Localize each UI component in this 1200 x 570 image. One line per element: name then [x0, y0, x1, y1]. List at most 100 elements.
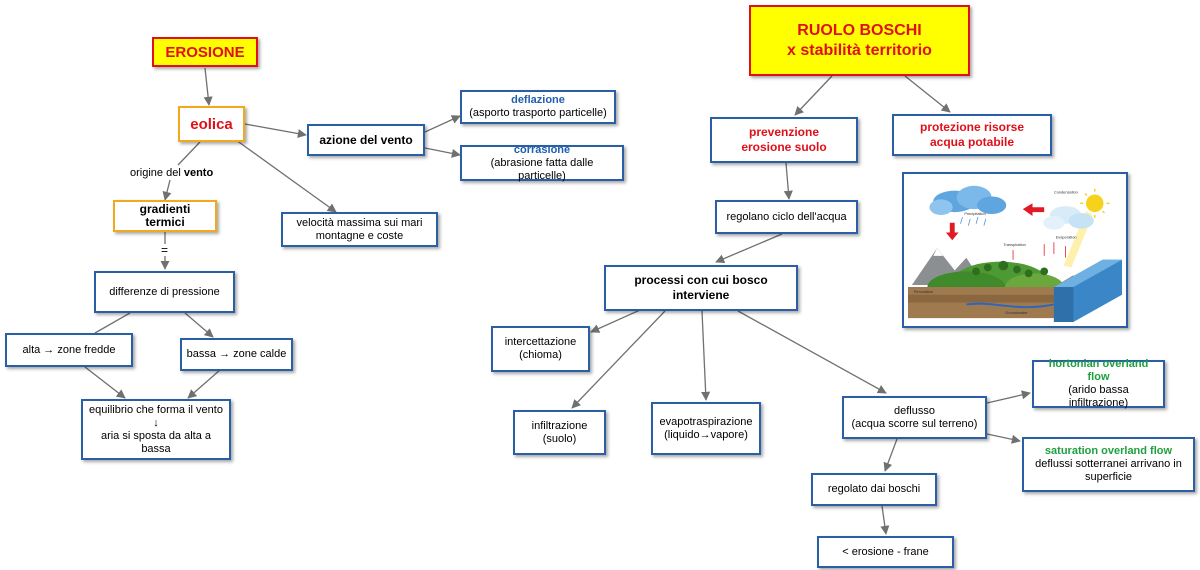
hortonian-line-3: (arido bassa infiltrazione): [1068, 384, 1129, 409]
processi-line-2: interviene: [672, 288, 730, 302]
prevenzione-line-1: prevenzione: [748, 125, 820, 139]
edge-deflusso-hortonian: [986, 390, 1031, 404]
edge-deflusso-saturation: [986, 433, 1021, 444]
node-prevenzione: prevenzione erosione suolo: [710, 117, 858, 163]
node-equilibrio: equilibrio che forma il vento ↓ aria si …: [81, 399, 231, 460]
edge-differenze-bassa: [184, 312, 214, 338]
node-protezione: protezione risorse acqua potabile: [892, 114, 1052, 156]
node-saturation: saturation overland flow deflussi sotter…: [1022, 437, 1195, 492]
condensation-cloud-icon: [1043, 206, 1094, 230]
node-gradienti-termici: gradienti termici: [113, 200, 217, 232]
node-azione-vento: azione del vento: [307, 124, 425, 156]
edge-eolica-origine: [177, 141, 201, 166]
equilibrio-line-2: aria si sposta da alta a: [100, 429, 212, 442]
node-corrasione: corrasione (abrasione fatta dalle partic…: [460, 144, 624, 182]
regolano-label: regolano ciclo dell'acqua: [726, 210, 847, 223]
edge-deflusso-regolato: [883, 438, 898, 472]
label-origine-vento: origine del vento: [130, 167, 213, 179]
equilibrio-line-3: bassa: [141, 442, 171, 455]
node-bassa: bassa → zone calde: [180, 338, 293, 371]
red-arrow-down-icon: [945, 222, 959, 241]
edge-differenze-alta: [94, 312, 131, 334]
rain-cloud-icon: [929, 185, 1007, 215]
node-ruolo-boschi: RUOLO BOSCHI x stabilità territorio: [749, 5, 970, 76]
prevenzione-line-2: erosione suolo: [741, 140, 827, 154]
edge-processi-evapo: [701, 310, 711, 401]
node-regolato-boschi: regolato dai boschi: [811, 473, 937, 506]
node-regolano-ciclo: regolano ciclo dell'acqua: [715, 200, 858, 234]
edge-regolato-erosione: [880, 505, 890, 535]
equilibrio-line-1: equilibrio che forma il vento: [89, 403, 223, 416]
edge-processi-infiltrazione: [571, 310, 666, 409]
transpiration-label: Transpiration: [1003, 242, 1025, 247]
edge-azione-deflazione: [424, 115, 461, 133]
intercettazione-line-1: intercettazione: [504, 336, 577, 348]
ruolo-line-1: RUOLO BOSCHI: [797, 21, 922, 39]
edge-azione-corrasione: [424, 147, 461, 158]
node-processi: processi con cui bosco interviene: [604, 265, 798, 311]
intercettazione-line-2: (chioma): [519, 349, 562, 361]
deflazione-title: deflazione: [511, 94, 565, 106]
node-deflazione: deflazione (asporto trasporto particelle…: [460, 90, 616, 124]
edge-eolica-velocita: [235, 139, 337, 213]
protezione-line-2: acqua potabile: [929, 135, 1015, 149]
erosione-frane-label: < erosione - frane: [842, 545, 929, 558]
erosione-label: EROSIONE: [165, 43, 245, 61]
evapo-line-1: evapotraspirazione: [659, 415, 753, 428]
saturation-line-2: deflussi sotterranei arrivano in: [1035, 458, 1182, 470]
alta-label: alta → zone fredde: [22, 343, 116, 356]
hortonian-line-2: flow: [1087, 371, 1110, 383]
origine-text: origine del: [130, 167, 184, 179]
edge-prevenzione-regolano: [783, 162, 793, 200]
regolato-label: regolato dai boschi: [827, 483, 921, 495]
node-hortonian: hortonian overland flow (arido bassa inf…: [1032, 358, 1165, 409]
bassa-label: bassa → zone calde: [186, 348, 287, 360]
edge-processi-deflusso: [737, 310, 887, 394]
eolica-label: eolica: [190, 115, 233, 133]
node-erosione-frane: < erosione - frane: [817, 536, 954, 568]
edge-regolano-processi: [715, 233, 783, 263]
node-deflusso: deflusso (acqua scorre sul terreno): [842, 396, 987, 439]
label-equals: =: [161, 243, 168, 257]
hortonian-line-1: hortonian overland: [1048, 358, 1149, 370]
equilibrio-arrow: ↓: [153, 416, 159, 429]
velocita-line-1: velocità massima sui mari: [296, 216, 423, 229]
node-intercettazione: intercettazione (chioma): [491, 326, 590, 372]
edge-ruolo-protezione: [904, 75, 951, 113]
differenze-label: differenze di pressione: [109, 285, 220, 298]
processi-line-1: processi con cui bosco: [634, 273, 768, 287]
edge-alta-equilibrio: [84, 366, 126, 399]
percolation-label: Percolation: [914, 289, 933, 294]
node-differenze-pressione: differenze di pressione: [94, 271, 235, 313]
water-cycle-image: Condensation Precipitation Evaporation T…: [908, 178, 1122, 322]
saturation-line-1: saturation overland flow: [1044, 445, 1173, 457]
edge-ruolo-prevenzione: [794, 75, 833, 116]
gradienti-label: gradienti termici: [139, 202, 191, 229]
azione-vento-label: azione del vento: [319, 132, 413, 147]
condensation-label: Condensation: [1054, 190, 1078, 195]
red-arrow-left-icon: [1022, 203, 1045, 216]
node-velocita: velocità massima sui mari montagne e cos…: [281, 212, 438, 247]
edge-processi-intercettazione: [590, 309, 641, 333]
groundwater-label: Groundwater: [1005, 310, 1028, 315]
ruolo-line-2: x stabilità territorio: [787, 41, 932, 59]
infiltrazione-line-1: infiltrazione: [531, 419, 588, 432]
deflusso-line-2: (acqua scorre sul terreno): [851, 417, 978, 430]
origine-vento-text: vento: [183, 167, 214, 179]
protezione-line-1: protezione risorse: [919, 120, 1025, 134]
corrasione-desc: (abrasione fatta dalle particelle): [490, 156, 594, 182]
node-alta: alta → zone fredde: [5, 333, 133, 367]
sun-icon: [1086, 194, 1104, 213]
equals-text: =: [161, 243, 169, 257]
node-evapotraspirazione: evapotraspirazione (liquido→vapore): [651, 402, 761, 455]
deflazione-desc: (asporto trasporto particelle): [469, 107, 607, 119]
edge-erosione-eolica: [203, 67, 213, 106]
deflusso-line-1: deflusso: [894, 404, 935, 417]
node-eolica: eolica: [178, 106, 245, 142]
edge-origine-gradienti: [162, 179, 172, 201]
evaporation-label: Evaporation: [1056, 234, 1077, 239]
velocita-line-2: montagne e coste: [315, 229, 404, 242]
node-erosione: EROSIONE: [152, 37, 258, 67]
precipitation-label: Precipitation: [964, 211, 985, 216]
